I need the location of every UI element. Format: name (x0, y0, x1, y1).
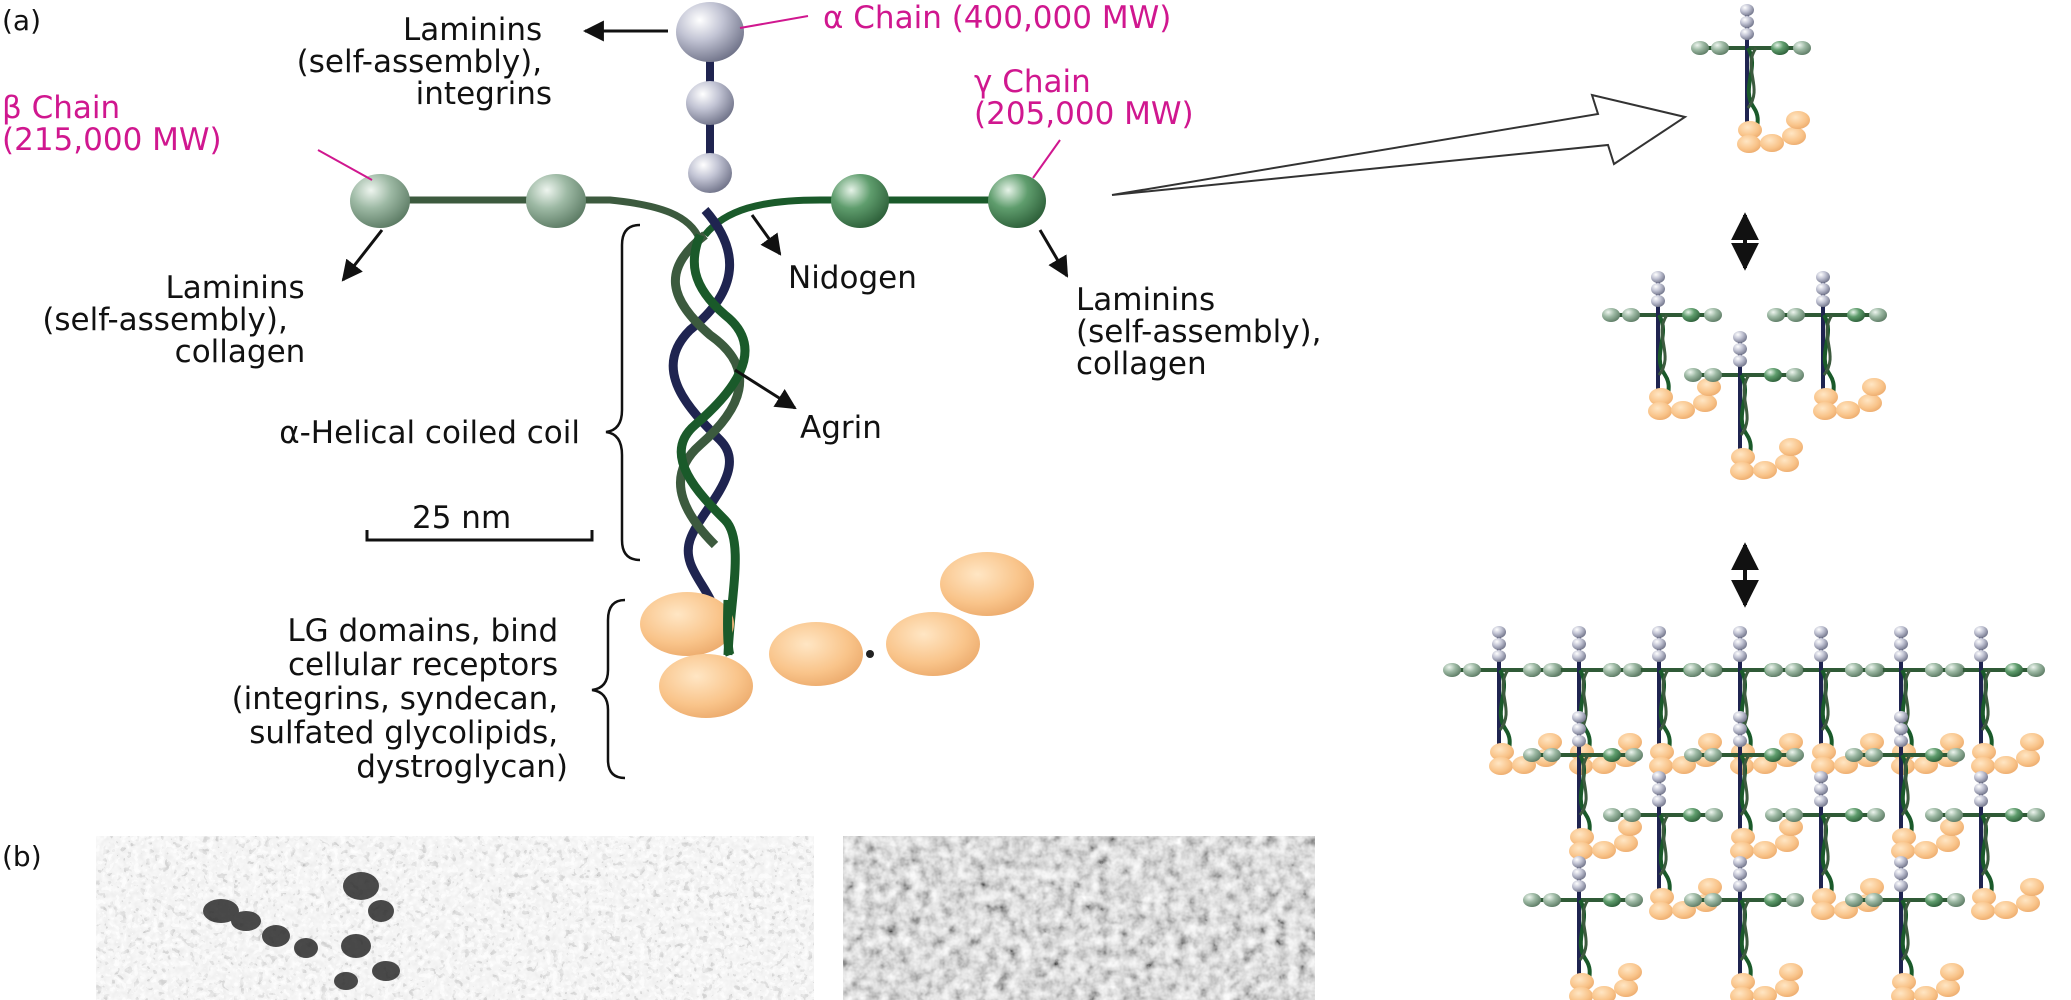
scale-bar (365, 530, 594, 542)
single-laminin-icon (1689, 2, 1813, 155)
coiled-coil-alpha (668, 207, 735, 621)
alpha-label-leader (739, 15, 809, 29)
gamma-binding-label: Laminins (self-assembly), collagen (1076, 282, 1331, 382)
lg-domain-4 (886, 612, 980, 676)
beta-chain-arm (360, 196, 704, 242)
laminin-trimer-assembly (1600, 269, 1889, 482)
micrograph-right (843, 836, 1315, 1000)
agrin-label: Agrin (800, 410, 882, 446)
laminin-molecule (350, 2, 1046, 718)
alpha-chain-label: α Chain (400,000 MW) (823, 0, 1171, 36)
coiled-coil-bracket (605, 223, 641, 562)
gamma-chain-label: γ Chain (205,000 MW) (974, 64, 1194, 132)
assembly-hollow-arrow (1111, 93, 1688, 196)
nidogen-arrow (750, 214, 782, 256)
coiled-coil-label: α-Helical coiled coil (279, 415, 580, 451)
panel-a-label: (a) (2, 4, 41, 37)
alpha-globule-1 (676, 2, 744, 62)
lg-domain-3 (769, 622, 863, 686)
gamma-globule-1 (831, 174, 889, 228)
lg-domains-bracket (591, 598, 626, 780)
laminin-particles (203, 872, 400, 990)
beta-label-leader (317, 149, 373, 181)
coiled-coil-beta (671, 231, 744, 549)
beta-binding-arrow (341, 229, 384, 282)
alpha-binding-label: Laminins (self-assembly), integrins (297, 12, 552, 112)
micrograph-left (96, 836, 814, 1000)
coiled-coil-gamma (676, 233, 750, 656)
lg-domains-label: LG domains, bind cellular receptors (int… (232, 613, 568, 785)
gamma-label-leader (1032, 139, 1061, 179)
panel-b-label: (b) (2, 840, 42, 873)
beta-chain-label: β Chain (215,000 MW) (2, 90, 222, 158)
lg-domain-2 (659, 654, 753, 718)
laminin-network-assembly (1441, 624, 2047, 1000)
alpha-globule-2 (686, 81, 734, 125)
agrin-arrow (734, 368, 797, 410)
beta-binding-label: Laminins (self-assembly), collagen (42, 270, 314, 370)
beta-globule-1 (350, 174, 410, 228)
lg-domain-5 (940, 552, 1034, 616)
lg-domain-1 (640, 592, 734, 656)
gamma-globule-2 (988, 174, 1046, 228)
alpha-globule-3 (688, 153, 732, 193)
gamma-binding-arrow (1038, 229, 1069, 278)
nidogen-label: Nidogen (788, 260, 917, 296)
beta-globule-2 (526, 174, 586, 228)
scale-bar-label: 25 nm (412, 500, 511, 536)
